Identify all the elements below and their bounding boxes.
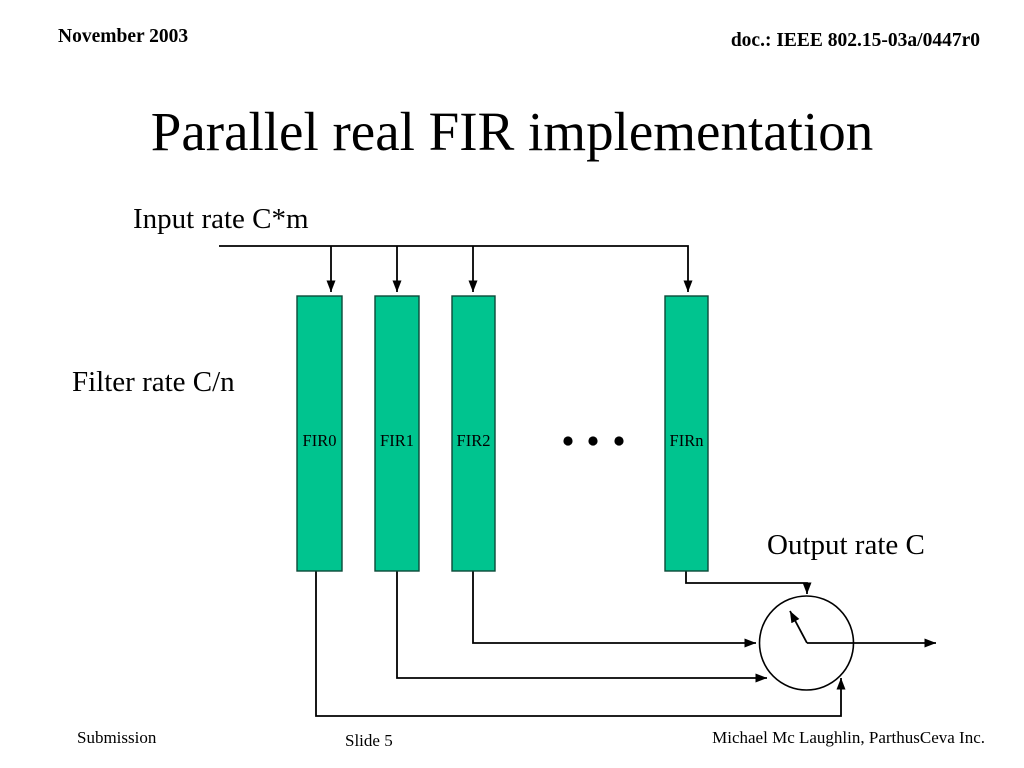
footer-slide-number: Slide 5 <box>345 731 393 750</box>
fir2-label: FIR2 <box>457 431 491 450</box>
input-feed-line <box>219 245 693 293</box>
fir0-label: FIR0 <box>303 431 337 450</box>
filter-rate-label: Filter rate C/n <box>72 366 235 398</box>
wire-fir1-to-commutator <box>396 571 768 683</box>
footer-author: Michael Mc Laughlin, ParthusCeva Inc. <box>712 728 985 747</box>
header-date: November 2003 <box>58 26 189 47</box>
fir2-block <box>451 295 496 572</box>
fir1-label: FIR1 <box>380 431 414 450</box>
commutator-hand-arrow <box>789 610 808 644</box>
input-rate-label: Input rate C*m <box>133 203 309 235</box>
wire-fir0-to-commutator <box>315 571 846 717</box>
footer-submission: Submission <box>77 728 157 747</box>
header-doc-number: doc.: IEEE 802.15-03a/0447r0 <box>730 30 980 51</box>
ellipsis-dots <box>563 436 624 446</box>
firn-block <box>664 295 709 572</box>
slide-title: Parallel real FIR implementation <box>150 101 874 162</box>
firn-label: FIRn <box>670 431 704 450</box>
wire-fir2-to-commutator <box>472 571 757 648</box>
wire-firn-to-commutator <box>685 571 812 595</box>
output-rate-label: Output rate C <box>767 529 925 561</box>
fir1-block <box>374 295 420 572</box>
fir0-block <box>296 295 343 572</box>
